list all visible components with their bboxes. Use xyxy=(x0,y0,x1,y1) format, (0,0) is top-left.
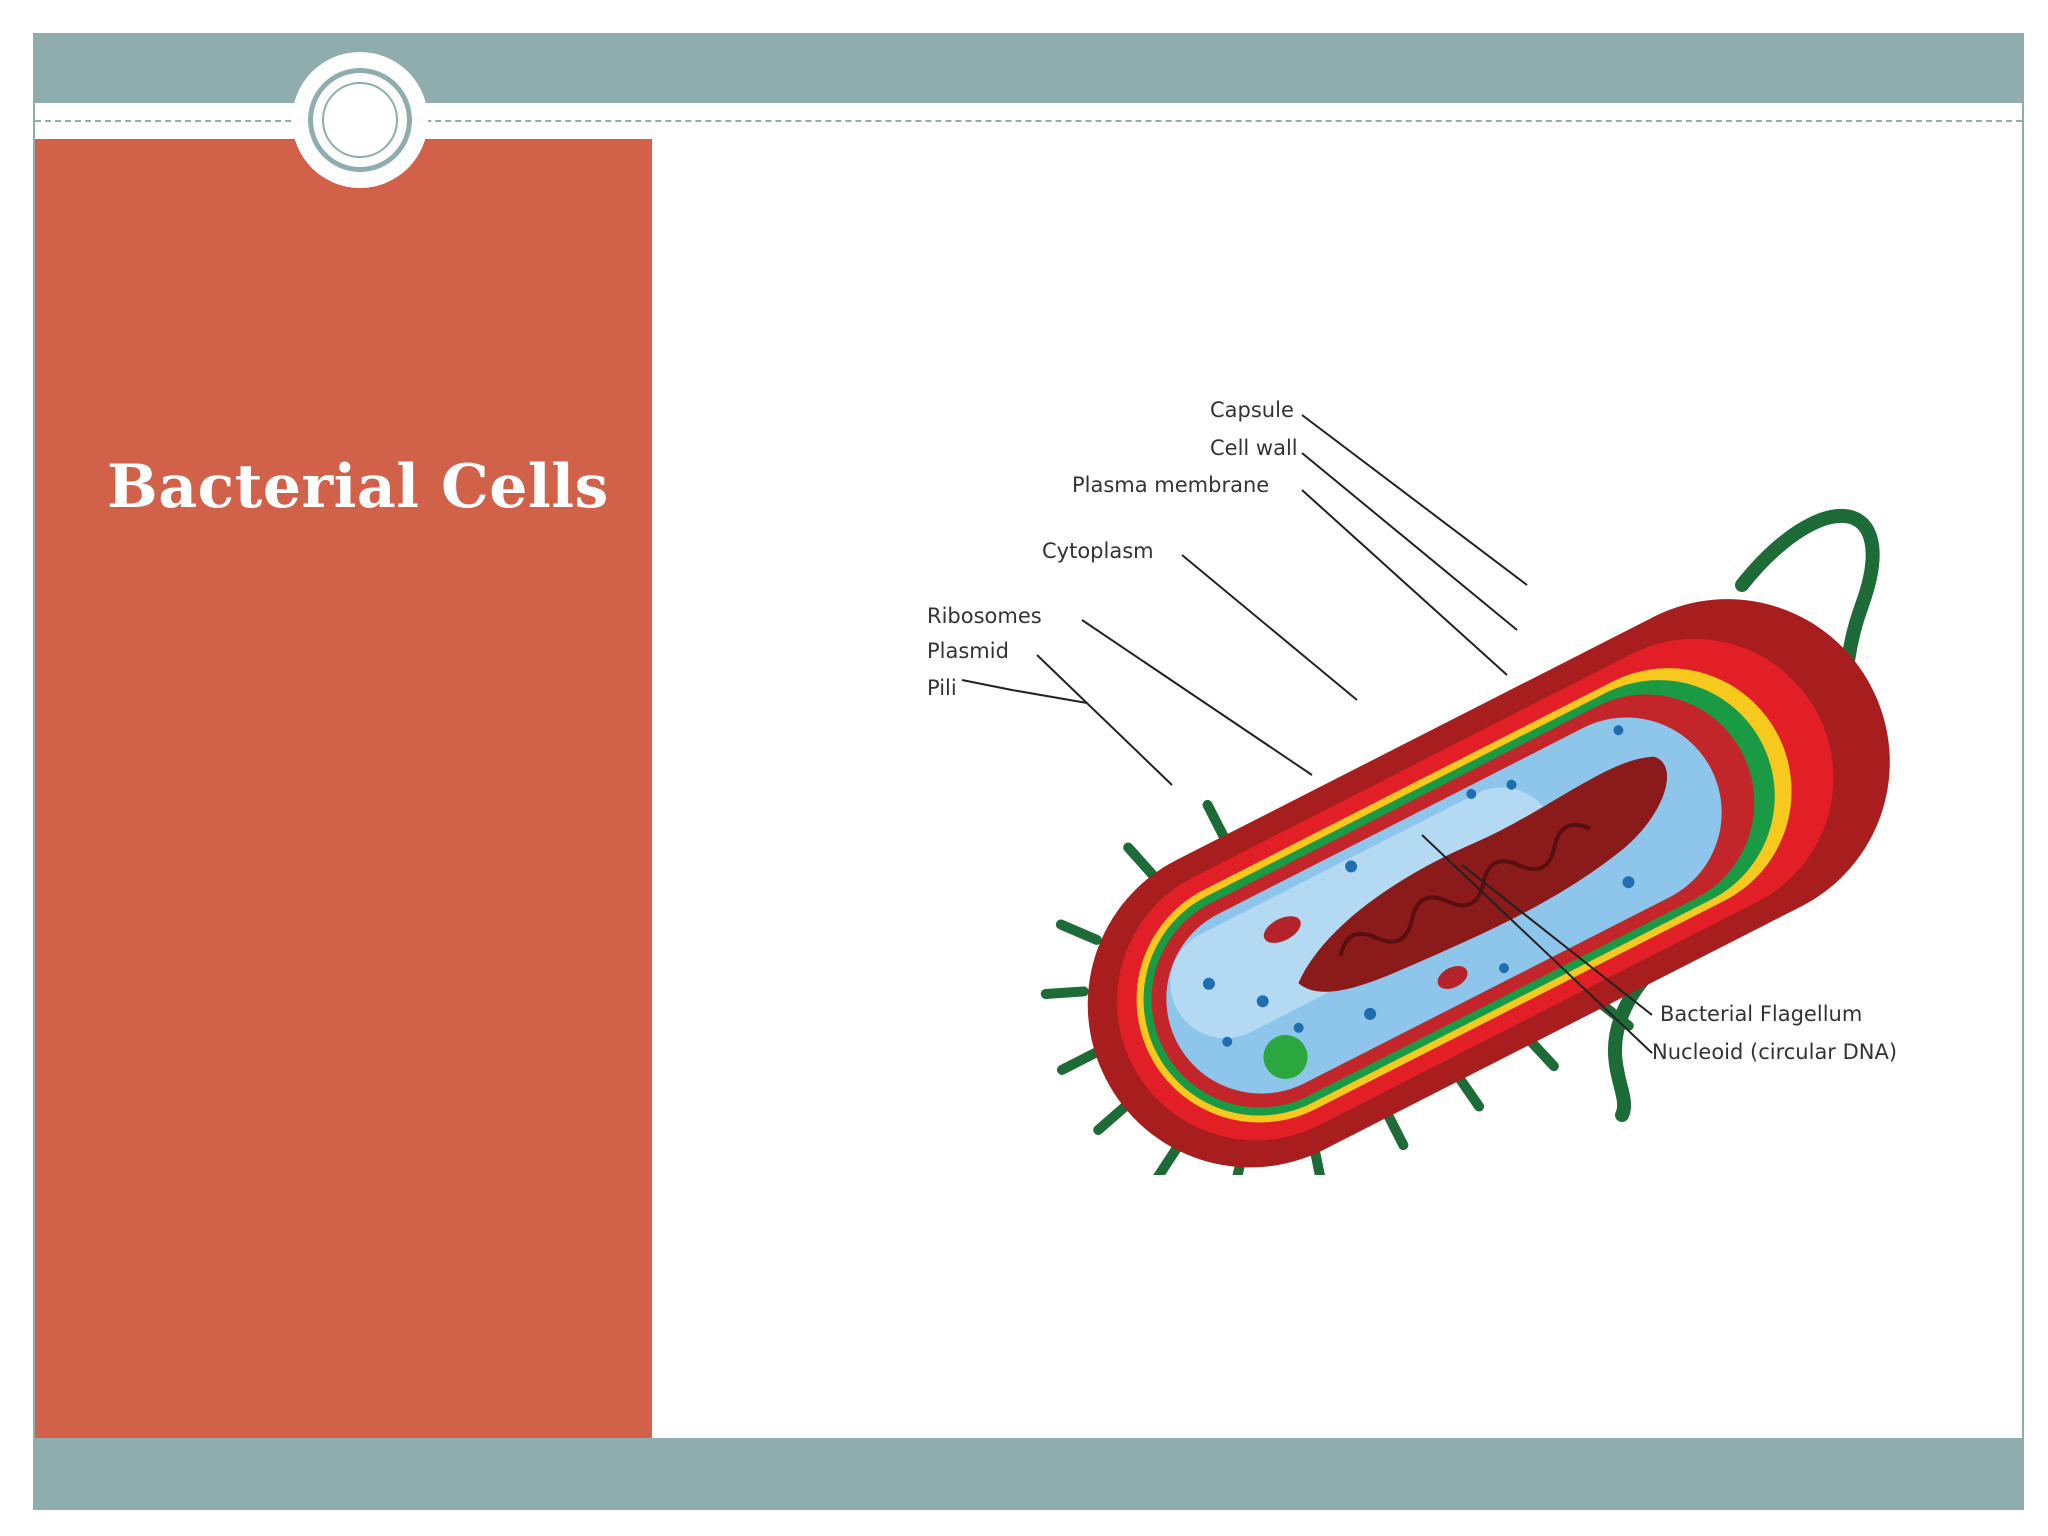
title-panel: Bacterial Cells xyxy=(35,139,652,1442)
slide: Bacterial Cells xyxy=(33,33,2024,1510)
slide-title: Bacterial Cells xyxy=(107,452,609,522)
label-flagellum: Bacterial Flagellum xyxy=(1660,1002,1862,1026)
plasmid-shape xyxy=(1263,916,1301,943)
nucleoid-shape xyxy=(1298,756,1668,992)
label-cytoplasm: Cytoplasm xyxy=(1042,539,1154,563)
label-capsule: Capsule xyxy=(1210,398,1294,422)
label-ribosomes: Ribosomes xyxy=(927,604,1042,628)
dashed-divider xyxy=(35,120,2022,122)
pili-group xyxy=(1040,799,1634,1175)
ribosomes-group xyxy=(1202,725,1635,1047)
inclusion-body xyxy=(1263,1034,1308,1079)
label-plasmid: Plasmid xyxy=(927,639,1009,663)
cell-body xyxy=(1040,599,1890,1175)
leader-lines xyxy=(961,414,1653,1054)
label-pili: Pili xyxy=(927,676,957,700)
label-plasma-membrane: Plasma membrane xyxy=(1072,473,1269,497)
circle-ornament-icon xyxy=(292,52,428,188)
label-cell-wall: Cell wall xyxy=(1210,436,1298,460)
bottom-bar xyxy=(35,1438,2022,1508)
bacterial-cell-diagram: Capsule Cell wall Plasma membrane Cytopl… xyxy=(927,398,1897,1175)
label-nucleoid: Nucleoid (circular DNA) xyxy=(1652,1040,1897,1064)
